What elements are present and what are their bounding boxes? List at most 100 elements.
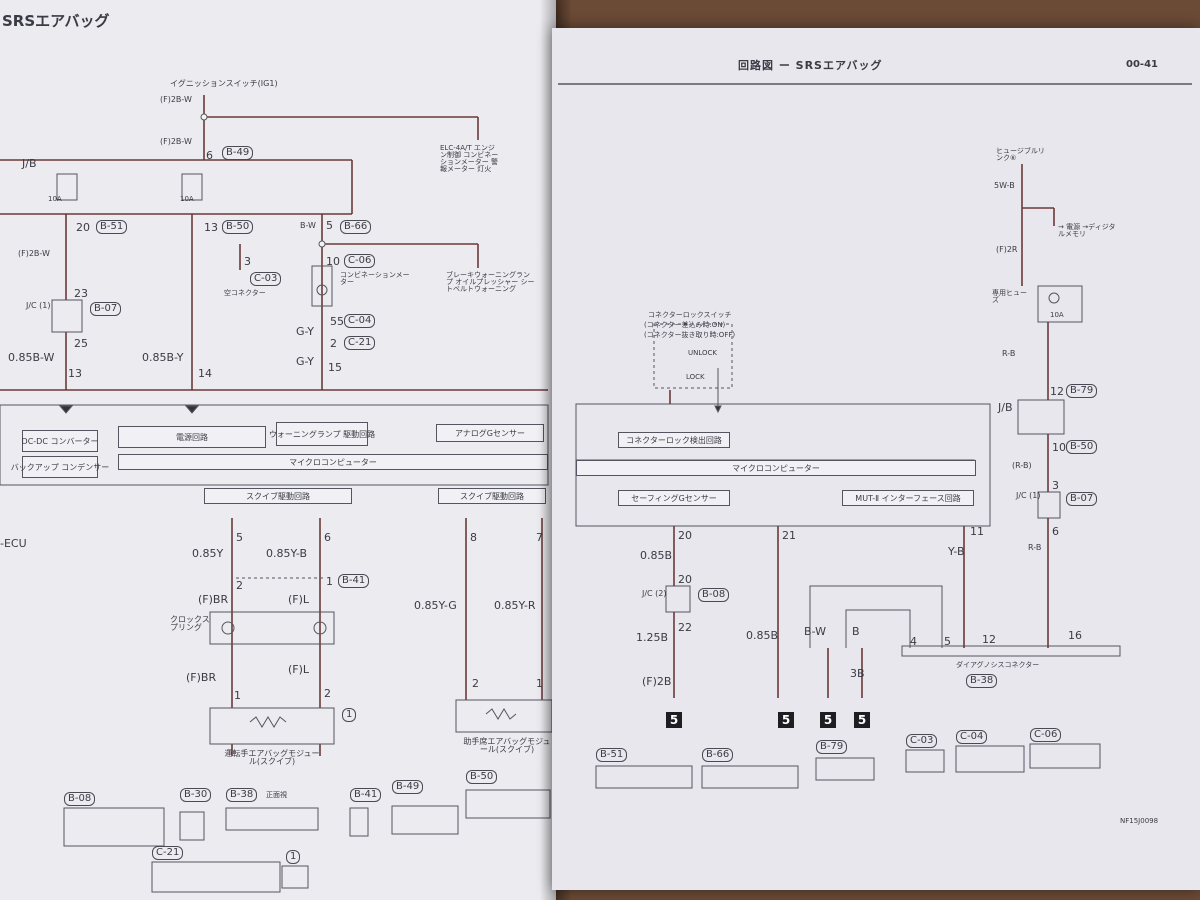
wire-label: 0.85B (640, 549, 673, 562)
connector-tag-b50: B-50 (1066, 440, 1098, 454)
wire-label: (F)2B-W (18, 249, 50, 258)
analog-g-sensor-block: アナログGセンサー (436, 424, 544, 442)
safing-g-sensor-block: セーフィングGセンサー (618, 490, 730, 506)
driver-airbag-module-label: 運転手エアバッグモジュール(スクイブ) (224, 749, 320, 766)
lock-off-note: (コネクター抜き取り時:OFF) (644, 331, 736, 339)
destination-list: ELC-4A/T エンジン制御 コンビネーションメーター 警報メーター 灯火 (440, 144, 499, 173)
ecu-label: -ECU (0, 537, 27, 550)
connector-ref-c04: C-04 (956, 730, 988, 744)
left-wiring (0, 95, 553, 893)
wire-label: 5W-B (994, 181, 1015, 190)
diagnosis-connector-label: ダイアグノシスコネクター (956, 661, 1040, 669)
ground-symbol: 5 (854, 712, 870, 728)
pin-number: 21 (782, 529, 796, 542)
pin-number: 23 (74, 287, 88, 300)
connector-ref-1: 1 (286, 850, 301, 864)
pin-number: 12 (1050, 385, 1064, 398)
wire-label: 0.85Y-G (414, 599, 457, 612)
combination-meter-label: コンビネーションメーター (340, 271, 410, 286)
wire-label: B (852, 625, 860, 638)
pin-number: 16 (1068, 629, 1082, 642)
joint-connector-label: J/C (2) (642, 589, 667, 598)
mut-interface-block: MUT-Ⅱ インターフェース回路 (842, 490, 974, 506)
right-wiring (558, 83, 1192, 789)
connector-lock-detect-block: コネクターロック検出回路 (618, 432, 730, 448)
wire-label: (F)BR (186, 671, 217, 684)
backup-capacitor-block: バックアップ コンデンサー (11, 456, 109, 478)
lock-label: LOCK (686, 373, 705, 381)
connector-tag-b66: B-66 (340, 220, 372, 234)
wire-label: (F)L (288, 663, 310, 676)
connector-ref-b41: B-41 (350, 788, 382, 802)
pin-number: 5 (326, 219, 333, 232)
front-view-note: 正面視 (266, 791, 287, 799)
pin-number: 8 (470, 531, 477, 544)
right-page-header: 回路図 ー SRSエアバッグ (738, 59, 883, 72)
left-page-header: SRSエアバッグ (2, 12, 110, 30)
fusible-link-label: ヒュージブルリンク⑥ (996, 147, 1045, 162)
wire-label: (F)2B-W (160, 137, 192, 146)
wire-label: (F)L (288, 593, 310, 606)
wire-label: 0.85B-Y (142, 351, 184, 364)
connector-tag-c21: C-21 (344, 336, 376, 350)
microcomputer-block: マイクロコンピューター (576, 460, 976, 476)
connector-tag-c03: C-03 (250, 272, 282, 286)
connector-ref-b50: B-50 (466, 770, 498, 784)
connector-tag-b49: B-49 (222, 146, 254, 160)
microcomputer-block: マイクロコンピューター (118, 454, 548, 470)
pin-number: 20 (76, 221, 90, 234)
pin-number: 13 (204, 221, 218, 234)
pin-number: 2 (472, 677, 479, 690)
connector-ref-b66: B-66 (702, 748, 734, 762)
pin-number: 5 (944, 635, 951, 648)
wire-label: G-Y (296, 355, 314, 368)
wire-label: Y-B (948, 545, 965, 558)
check-connector-label: 空コネクター (224, 289, 266, 297)
connector-ref-b51: B-51 (596, 748, 628, 762)
pin-number: 10 (326, 255, 340, 268)
pin-number: 2 (324, 687, 331, 700)
ignition-switch-label: イグニッションスイッチ(IG1) (170, 79, 278, 88)
pin-number: 3 (244, 255, 251, 268)
dcdc-converter-block: DC-DC コンバーター (22, 430, 98, 452)
lock-switch-label: コネクターロックスイッチ (648, 311, 732, 319)
unlock-label: UNLOCK (688, 349, 717, 357)
ground-symbol: 5 (820, 712, 836, 728)
connector-tag-b38: B-38 (966, 674, 998, 688)
wire-label: B-W (300, 221, 316, 230)
passenger-airbag-module-label: 助手席エアバッグモジュール(スクイブ) (463, 737, 551, 754)
pin-number: 22 (678, 621, 692, 634)
wire-label: R-B (1002, 349, 1016, 358)
joint-connector-label: J/C (1) (1016, 491, 1041, 500)
connector-ref-b30: B-30 (180, 788, 212, 802)
left-page: SRSエアバッグ イグニッションスイッチ(IG1) (F)2B-W (F)2B-… (0, 0, 556, 900)
wire-label: B-W (804, 625, 826, 638)
connector-ref-b79: B-79 (816, 740, 848, 754)
wire-label: 0.85Y-R (494, 599, 536, 612)
wire-label: (F)BR (198, 593, 229, 606)
pin-number: 11 (970, 525, 984, 538)
clock-spring-label: クロックスプリング (170, 615, 210, 632)
wire-label: R-B (1028, 543, 1042, 552)
pin-number: 4 (910, 635, 917, 648)
figure-code: NF15J0098 (1120, 817, 1159, 825)
wire-label: 3B (850, 667, 865, 680)
pin-number: 14 (198, 367, 212, 380)
pin-number: 20 (678, 529, 692, 542)
connector-tag-b07: B-07 (90, 302, 122, 316)
wire-label: (F)2B-W (160, 95, 192, 104)
wire-label: (F)2R (996, 245, 1018, 254)
fuse-rating: 10A (180, 195, 194, 203)
page-number: 00-41 (1126, 59, 1158, 70)
connector-tag-b41: B-41 (338, 574, 370, 588)
pin-number: 1 (536, 678, 543, 689)
squib-drive-block-1: スクイブ駆動回路 (204, 488, 352, 504)
pin-number: 7 (536, 532, 543, 543)
connector-ref-c03: C-03 (906, 734, 938, 748)
pin-number: 6 (206, 149, 213, 162)
pin-number: 20 (678, 573, 692, 586)
fuse-rating: 10A (48, 195, 62, 203)
wire-label: G-Y (296, 325, 314, 338)
pin-number: 1 (234, 689, 241, 702)
connector-tag-b07: B-07 (1066, 492, 1098, 506)
